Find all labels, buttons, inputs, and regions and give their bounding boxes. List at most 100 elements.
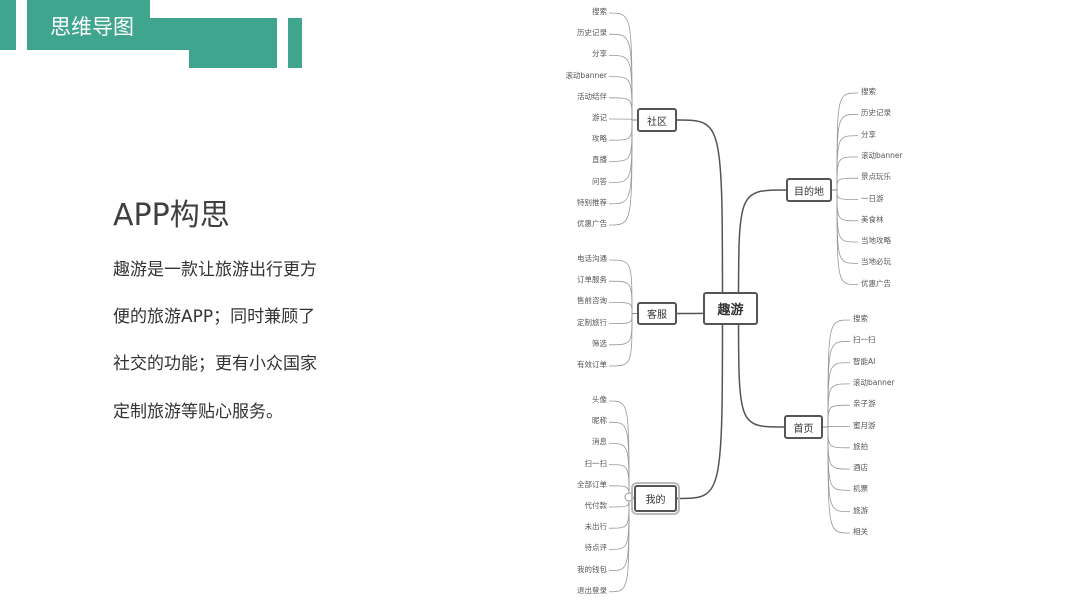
- leaf-node[interactable]: 扫一扫: [853, 335, 876, 345]
- connector-line: [827, 426, 851, 449]
- branch-node-社区[interactable]: 社区: [637, 108, 677, 132]
- connector-line: [737, 308, 785, 428]
- leaf-node[interactable]: 历史记录: [577, 28, 607, 38]
- leaf-node[interactable]: 景点玩乐: [861, 172, 891, 182]
- leaf-node[interactable]: 昵称: [592, 416, 607, 426]
- leaf-node[interactable]: 蜜月游: [853, 420, 876, 430]
- leaf-node[interactable]: 旅游: [853, 505, 868, 515]
- connector-line: [676, 308, 724, 500]
- leaf-node[interactable]: 代付款: [584, 501, 608, 510]
- leaf-node[interactable]: 未出行: [584, 522, 608, 532]
- leaf-node[interactable]: 当地攻略: [861, 236, 891, 246]
- leaf-node[interactable]: 直播: [592, 155, 607, 165]
- slide-title: 思维导图: [50, 15, 134, 39]
- intro-line: 社交的功能；更有小众国家: [113, 354, 317, 374]
- connector-line: [827, 426, 851, 491]
- leaf-node[interactable]: 头像: [592, 395, 607, 404]
- leaf-node[interactable]: 电话沟通: [577, 254, 607, 263]
- connector-line: [836, 189, 859, 243]
- leaf-node[interactable]: 有效订单: [577, 360, 607, 369]
- connector-line: [608, 12, 633, 121]
- connector-line: [608, 55, 633, 121]
- connector-line: [608, 118, 633, 121]
- leaf-node[interactable]: 分享: [592, 49, 607, 59]
- intro-heading: APP构思: [113, 198, 230, 233]
- leaf-node[interactable]: 全部订单: [577, 479, 607, 489]
- leaf-node[interactable]: 定制旅行: [577, 317, 607, 327]
- header-decor: [189, 18, 277, 68]
- leaf-node[interactable]: 筛选: [592, 338, 607, 348]
- leaf-node[interactable]: 历史记录: [861, 108, 891, 118]
- leaf-node[interactable]: 游记: [592, 113, 607, 122]
- connector-line: [608, 119, 633, 205]
- connector-line: [608, 313, 633, 324]
- leaf-node[interactable]: 搜索: [861, 87, 876, 96]
- connector-line: [608, 313, 633, 367]
- leaf-node[interactable]: 问答: [592, 176, 607, 186]
- connector-line: [608, 464, 630, 499]
- connector-line: [608, 259, 633, 314]
- branch-node-首页[interactable]: 首页: [784, 415, 823, 439]
- leaf-node[interactable]: 优惠广告: [577, 219, 607, 228]
- connector-line: [608, 313, 633, 346]
- connector-line: [827, 404, 851, 428]
- leaf-node[interactable]: 待点评: [584, 543, 608, 553]
- connector-line: [836, 189, 859, 264]
- connector-line: [608, 302, 633, 314]
- connector-line: [836, 156, 859, 191]
- leaf-node[interactable]: 滚动banner: [853, 377, 895, 387]
- connector-line: [836, 189, 859, 200]
- connector-line: [608, 119, 633, 226]
- connector-line: [827, 362, 851, 428]
- connector-line: [676, 119, 724, 309]
- leaf-node[interactable]: 活动结伴: [577, 91, 607, 101]
- leaf-node[interactable]: 美食林: [861, 214, 884, 224]
- leaf-node[interactable]: 分享: [861, 129, 876, 139]
- leaf-node[interactable]: 一日游: [861, 193, 884, 203]
- branch-node-客服[interactable]: 客服: [637, 302, 677, 325]
- connector-line: [827, 426, 851, 428]
- collapse-handle[interactable]: [624, 492, 634, 502]
- leaf-node[interactable]: 退出登录: [577, 585, 607, 595]
- leaf-node[interactable]: 订单服务: [577, 275, 607, 285]
- leaf-node[interactable]: 售前咨询: [577, 296, 607, 306]
- leaf-node[interactable]: 消息: [592, 437, 607, 447]
- connector-line: [608, 97, 633, 121]
- leaf-node[interactable]: 扫一扫: [584, 458, 608, 468]
- leaf-node[interactable]: 搜索: [853, 314, 868, 323]
- mindmap-root-node[interactable]: 趣游: [703, 292, 758, 325]
- connector-line: [836, 189, 859, 286]
- connector-line: [608, 280, 633, 314]
- branch-node-我的[interactable]: 我的: [631, 482, 680, 515]
- connector-line: [836, 177, 859, 191]
- leaf-node[interactable]: 旅拍: [853, 441, 868, 451]
- connector-line: [737, 189, 787, 309]
- leaf-node[interactable]: 我的钱包: [577, 564, 607, 574]
- leaf-node[interactable]: 特别推荐: [577, 197, 607, 207]
- leaf-node[interactable]: 滚动banner: [861, 150, 903, 160]
- intro-line: 便的旅游APP；同时兼顾了: [113, 307, 316, 327]
- intro-line: 定制旅游等贴心服务。: [113, 402, 283, 422]
- connector-line: [836, 135, 859, 191]
- leaf-node[interactable]: 当地必玩: [861, 257, 891, 267]
- leaf-node[interactable]: 搜索: [592, 7, 607, 16]
- leaf-node[interactable]: 优惠广告: [861, 278, 891, 288]
- leaf-node[interactable]: 机票: [853, 484, 868, 494]
- connector-line: [608, 498, 630, 529]
- header-decor-left: [0, 0, 16, 50]
- connector-line: [608, 498, 630, 593]
- branch-node-目的地[interactable]: 目的地: [786, 178, 832, 202]
- connector-line: [827, 426, 851, 534]
- leaf-node[interactable]: 相关: [853, 527, 868, 536]
- connector-line: [608, 443, 630, 499]
- connector-line: [608, 119, 633, 162]
- leaf-node[interactable]: 酒店: [853, 463, 868, 473]
- intro-line: 趣游是一款让旅游出行更方: [113, 260, 317, 280]
- leaf-node[interactable]: 亲子游: [853, 399, 876, 409]
- leaf-node[interactable]: 攻略: [592, 134, 607, 144]
- header-decor-right: [288, 18, 302, 68]
- connector-line: [608, 119, 633, 183]
- leaf-node[interactable]: 智能AI: [853, 356, 876, 366]
- connector-line: [836, 189, 859, 222]
- leaf-node[interactable]: 滚动banner: [565, 70, 607, 80]
